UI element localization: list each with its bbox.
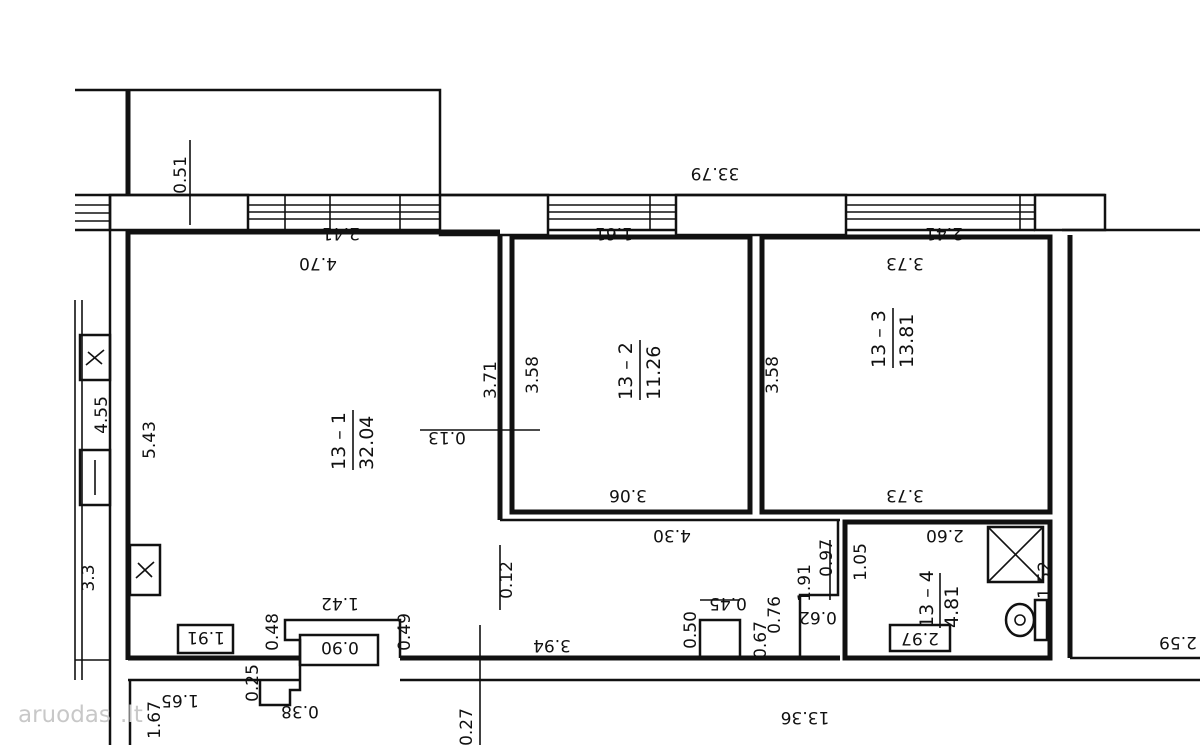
- heating-symbols: [78, 333, 162, 597]
- room-13-4-code: 13 – 4: [916, 570, 938, 628]
- room-label-13-4: 13 – 4 4.81: [916, 570, 963, 628]
- dim-0-13: 0.13: [428, 427, 466, 447]
- dim-0-76: 0.76: [765, 596, 785, 634]
- room-13-4-area: 4.81: [941, 586, 963, 628]
- left-exterior-wall: [74, 195, 131, 745]
- window-3: [846, 195, 1035, 232]
- shower-cabin: [986, 525, 1045, 584]
- dim-3-71: 3.71: [481, 361, 501, 399]
- dim-0-97: 0.97: [817, 539, 837, 577]
- dim-2-60: 2.60: [926, 525, 964, 545]
- dim-0-62: 0.62: [799, 607, 837, 627]
- dim-0-45: 0.45: [709, 593, 747, 613]
- dim-3-06: 3.06: [609, 485, 647, 505]
- watermark: aruodas .lt: [18, 702, 143, 728]
- dim-2-41-a: 2.41: [322, 223, 360, 243]
- dim-0-51: 0.51: [171, 156, 191, 194]
- dim-1-42: 1.42: [321, 593, 359, 613]
- window-2: [548, 195, 676, 232]
- dim-0-50: 0.50: [681, 611, 701, 649]
- room-13-1-area: 32.04: [356, 416, 378, 470]
- room-label-13-2: 13 – 2 11.26: [615, 340, 665, 400]
- dimension-lines: [189, 140, 831, 610]
- room-13-1-walls: [128, 229, 503, 520]
- room-13-1-code: 13 – 1: [328, 412, 350, 470]
- adjacent-building-outline: [75, 88, 442, 195]
- room-label-13-1: 13 – 1 32.04: [328, 410, 378, 470]
- room-label-13-3: 13 – 3 13.81: [868, 308, 918, 368]
- dim-0-38: 0.38: [281, 701, 319, 721]
- dim-1-91-b: 1.91: [795, 564, 815, 602]
- dim-3-73-top: 3.73: [886, 253, 924, 273]
- dim-3-3: 3.3: [79, 564, 99, 591]
- dim-5-43: 5.43: [140, 421, 160, 459]
- watermark-text: aruodas: [18, 702, 111, 728]
- dim-1-91-a: 1.91: [187, 627, 225, 647]
- dim-0-48: 0.48: [263, 613, 283, 651]
- dim-4-70: 4.70: [299, 253, 337, 273]
- dim-13-36: 13.36: [781, 707, 830, 727]
- dim-2-59: 2.59: [1159, 632, 1197, 652]
- entrance-door: [298, 625, 481, 745]
- dim-33-79: 33.79: [691, 163, 740, 183]
- dim-0-12: 0.12: [497, 561, 517, 599]
- dim-1-05: 1.05: [851, 543, 871, 581]
- dim-3-58-a: 3.58: [523, 356, 543, 394]
- bathroom-radiator: [888, 623, 952, 653]
- room-13-2-area: 11.26: [643, 346, 665, 400]
- dim-0-67: 0.67: [751, 621, 771, 659]
- dim-1-65: 1.65: [161, 690, 199, 710]
- dim-1-61: 1.61: [595, 223, 633, 243]
- dim-3-58-b: 3.58: [763, 356, 783, 394]
- toilet: [1004, 598, 1049, 642]
- dim-0-49: 0.49: [395, 613, 415, 651]
- dim-3-73-bot: 3.73: [886, 485, 924, 505]
- room-13-3-area: 13.81: [896, 314, 918, 368]
- dim-4-55: 4.55: [92, 396, 112, 434]
- right-neighbor-wall: [1062, 228, 1200, 660]
- dim-1-67: 1.67: [145, 701, 165, 739]
- bottom-wall: [128, 618, 1200, 745]
- dim-2-97: 2.97: [901, 628, 939, 648]
- dim-0-27: 0.27: [457, 708, 477, 745]
- dim-3-94: 3.94: [533, 635, 571, 655]
- dim-0-90: 0.90: [321, 637, 359, 657]
- room-13-3-code: 13 – 3: [868, 310, 890, 368]
- watermark-suffix: .lt: [120, 702, 143, 728]
- dim-0-25: 0.25: [243, 664, 263, 702]
- dim-1-52: 1.52: [1035, 561, 1055, 599]
- room-13-3-walls: [759, 234, 1053, 515]
- dim-4-30: 4.30: [653, 525, 691, 545]
- dim-2-41-b: 2.41: [925, 223, 963, 243]
- room-13-2-code: 13 – 2: [615, 342, 637, 400]
- room-radiator-1: [176, 623, 235, 655]
- room-13-2-walls: [500, 234, 840, 522]
